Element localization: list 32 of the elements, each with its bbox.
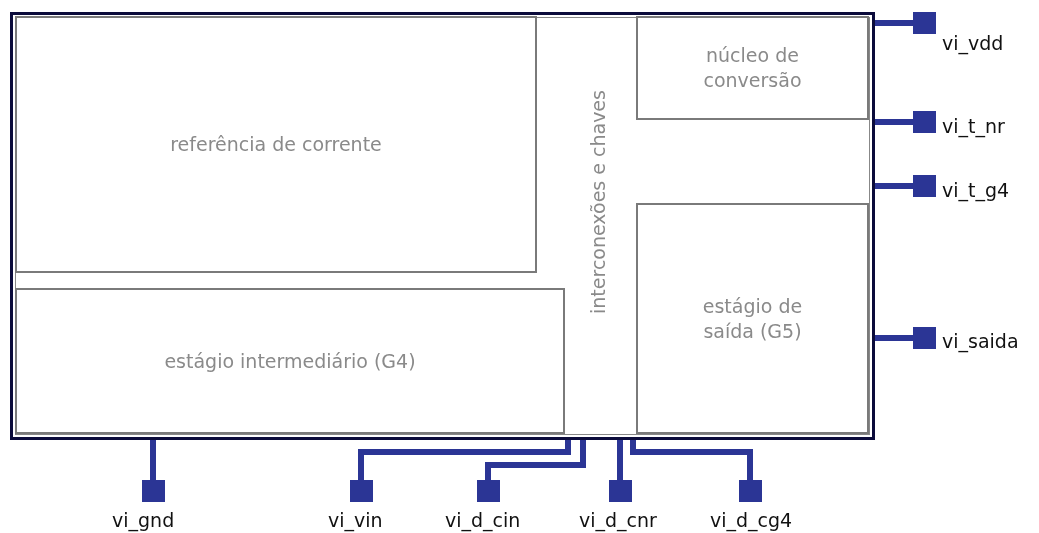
pin-label: vi_gnd <box>112 509 175 531</box>
region-label: interconexões e chaves <box>587 90 609 314</box>
pin-label: vi_vin <box>328 509 383 531</box>
pin-pad <box>913 175 936 197</box>
pin-pad <box>350 480 373 502</box>
wire <box>875 335 913 341</box>
pin-label: vi_t_nr <box>942 115 1005 137</box>
wire <box>617 440 623 480</box>
pin-pad <box>913 111 936 133</box>
wire <box>875 119 913 125</box>
pin-pad <box>913 12 936 34</box>
wire <box>630 440 753 480</box>
circuit-block: referência de corrente <box>15 16 537 273</box>
wire <box>485 440 586 480</box>
pin-pad <box>739 480 762 502</box>
wire <box>875 20 913 26</box>
pin-label: vi_d_cin <box>445 509 521 531</box>
circuit-block: núcleo de conversão <box>636 16 869 120</box>
circuit-block: estágio intermediário (G4) <box>15 288 565 434</box>
pin-label: vi_d_cnr <box>579 509 657 531</box>
chip-outline <box>10 12 875 440</box>
pin-label: vi_d_cg4 <box>710 509 793 531</box>
wire <box>875 183 913 189</box>
pin-pad <box>609 480 632 502</box>
pin-pad <box>477 480 500 502</box>
pin-label: vi_vdd <box>942 32 1004 54</box>
wire <box>150 440 156 480</box>
circuit-block: estágio de saída (G5) <box>636 203 869 434</box>
pin-label: vi_t_g4 <box>942 179 1010 201</box>
pin-label: vi_saida <box>942 330 1019 352</box>
pin-pad <box>142 480 165 502</box>
pin-pad <box>913 327 936 349</box>
